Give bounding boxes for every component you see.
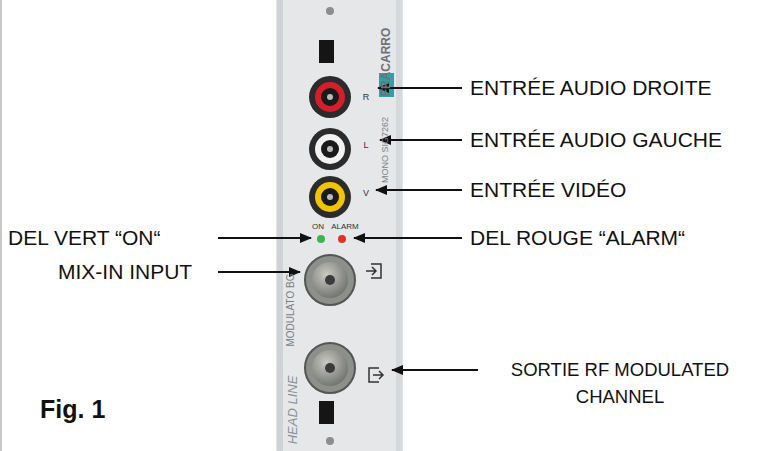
led-label: ALARM — [331, 223, 359, 231]
callout-label: SORTIE RF MODULATED CHANNEL — [476, 356, 764, 410]
output-icon — [369, 368, 383, 382]
screw — [326, 437, 334, 445]
green-led — [317, 235, 325, 243]
figure-caption: Fig. 1 — [40, 394, 105, 424]
slot — [319, 401, 334, 424]
model-text: MONO SIG7262 — [381, 117, 390, 183]
jack-letter: V — [363, 189, 369, 198]
slot — [319, 40, 334, 63]
rca-yellow — [309, 176, 351, 218]
brand-text: FRACARRO — [380, 28, 392, 97]
callout-label: ENTRÉE AUDIO GAUCHE — [470, 128, 722, 152]
input-icon — [366, 264, 381, 278]
f-connector-in — [305, 255, 355, 305]
leader-arrows — [218, 88, 478, 370]
model-text: MODULATO BG — [286, 274, 296, 347]
callout-label: ENTRÉE VIDÉO — [470, 178, 626, 202]
callout-label: MIX-IN INPUT — [58, 260, 192, 284]
f-connector-out — [305, 343, 355, 393]
red-led — [338, 235, 346, 243]
module-panel — [277, 0, 402, 451]
jack-letter: R — [363, 93, 370, 102]
callout-label: DEL ROUGE “ALARM“ — [470, 226, 685, 250]
frame-line — [0, 0, 2, 451]
screw — [326, 7, 334, 15]
series-text: HEAD LINE — [286, 376, 299, 445]
callout-label: DEL VERT “ON“ — [8, 226, 160, 250]
rca-white — [309, 128, 351, 170]
panel-edge — [277, 0, 283, 451]
rca-red — [309, 76, 351, 118]
panel-edge — [396, 0, 402, 451]
callout-label: ENTRÉE AUDIO DROITE — [470, 76, 712, 100]
led-label: ON — [312, 223, 324, 231]
jack-letter: L — [363, 141, 368, 150]
